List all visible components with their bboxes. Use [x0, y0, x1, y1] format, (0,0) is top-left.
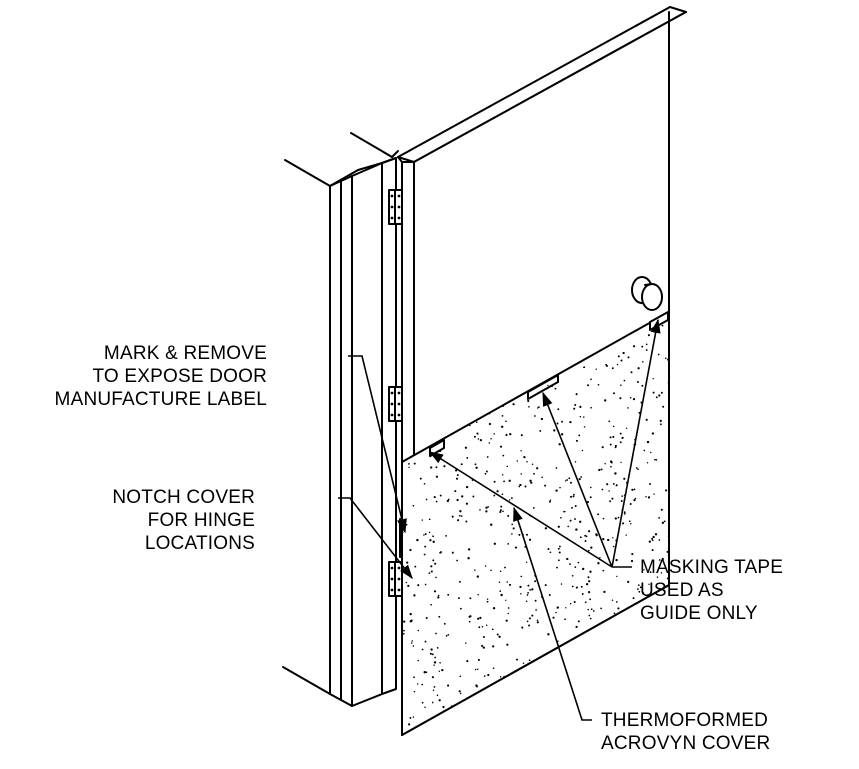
callout-acrovyn-cover-line-2: ACROVYN COVER: [601, 733, 771, 754]
callout-mark-remove-line-2: TO EXPOSE DOOR: [92, 366, 267, 387]
leader-tape-3: [611, 318, 661, 568]
callout-acrovyn-cover-line-1: THERMOFORMED: [601, 710, 769, 731]
callout-notch-cover-line-1: NOTCH COVER: [112, 487, 255, 508]
hinges: [388, 189, 403, 597]
leader-acrovyn: [513, 506, 592, 721]
callout-mark-remove-line-1: MARK & REMOVE: [103, 343, 267, 364]
hinge-screws: [390, 194, 401, 592]
callout-notch-cover-line-2: FOR HINGE: [147, 510, 255, 531]
door-frame: [282, 132, 399, 707]
leader-notch-cover: [338, 497, 413, 580]
callout-masking-tape-line-1: MASKING TAPE: [640, 557, 784, 578]
callout-mark-remove: MARK & REMOVE TO EXPOSE DOOR MANUFACTURE…: [55, 342, 267, 411]
callout-notch-cover: NOTCH COVER FOR HINGE LOCATIONS: [112, 486, 255, 555]
door-knob: [631, 276, 663, 311]
callout-masking-tape-line-3: GUIDE ONLY: [640, 603, 758, 624]
callout-acrovyn-cover: THERMOFORMED ACROVYN COVER: [601, 709, 770, 755]
leaders: [338, 318, 661, 721]
acrovyn-cover: [401, 311, 670, 736]
leader-tape-2: [542, 391, 613, 568]
callout-masking-tape-line-2: USED AS: [640, 580, 724, 601]
callout-masking-tape: MASKING TAPE USED AS GUIDE ONLY: [640, 556, 783, 625]
leader-mark-remove: [348, 355, 407, 534]
callout-mark-remove-line-3: MANUFACTURE LABEL: [54, 389, 267, 410]
callout-notch-cover-line-3: LOCATIONS: [144, 533, 255, 554]
